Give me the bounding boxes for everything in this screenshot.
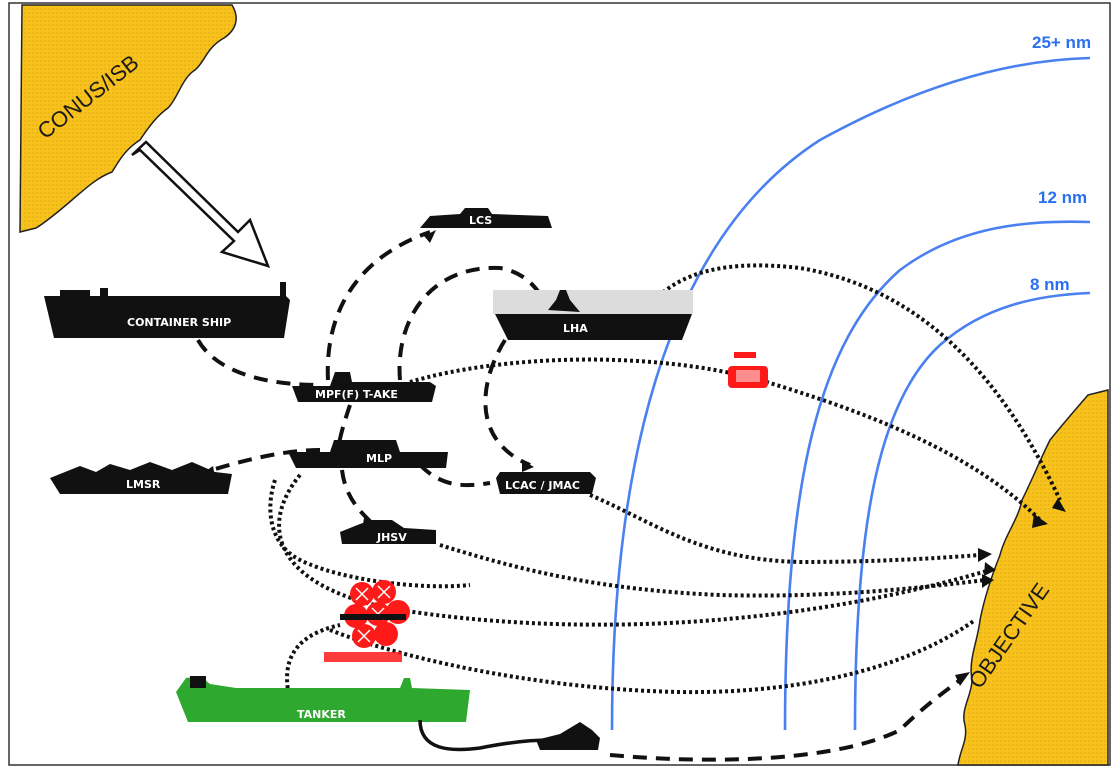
ship-lha: LHA — [493, 290, 693, 340]
arrowhead-icon — [1032, 514, 1048, 528]
flow-jhsv-to-objective — [439, 543, 986, 598]
range-label-12nm: 12 nm — [1038, 188, 1087, 207]
arrowhead-icon — [955, 672, 970, 686]
fuel-cluster-caption-icon — [324, 652, 402, 662]
range-label-8nm: 8 nm — [1030, 275, 1070, 294]
conus-landmass — [19, 4, 237, 233]
deployment-arrow-icon — [131, 140, 271, 268]
arrowhead-icon — [522, 460, 534, 472]
ship-label-jhsv: JHSV — [376, 531, 407, 544]
ship-container: CONTAINER SHIP — [44, 282, 290, 338]
flow-mpf-to-lha — [397, 265, 547, 381]
ship-shore-connector — [536, 722, 600, 750]
ship-jhsv: JHSV — [340, 520, 436, 544]
flow-fuel-to-objective — [329, 618, 977, 695]
arrowhead-icon — [424, 230, 436, 243]
ship-label-lcac: LCAC / JMAC — [505, 479, 580, 492]
ship-label-lcs: LCS — [469, 214, 492, 227]
ship-label-mpf: MPF(F) T-AKE — [315, 388, 398, 401]
arrowhead-icon — [1052, 498, 1066, 512]
ship-lmsr: LMSR — [50, 462, 232, 494]
flow-mpf-to-lcs — [325, 230, 431, 381]
flow-shore-to-objective — [609, 678, 962, 762]
flow-lcac-to-objective — [589, 493, 981, 565]
frame-border — [8, 2, 1111, 766]
arrowhead-icon — [982, 574, 994, 588]
range-arc-8nm — [853, 291, 1091, 731]
range-label-25nm: 25+ nm — [1032, 33, 1091, 52]
range-arc-12nm — [783, 220, 1091, 731]
flow-mlp-to-lcac — [418, 463, 491, 488]
ship-label-container: CONTAINER SHIP — [127, 316, 231, 329]
ship-mpf-take: MPF(F) T-AKE — [292, 372, 436, 402]
ship-label-lha: LHA — [563, 322, 588, 335]
ship-lcac-jmac: LCAC / JMAC — [496, 472, 596, 494]
flow-mlp-to-jhsv — [340, 469, 374, 525]
objective-landmass — [957, 389, 1109, 766]
flow-mlp-loop-to-objective — [277, 473, 991, 627]
ship-label-mlp: MLP — [366, 452, 392, 465]
red-unit-icon — [728, 352, 768, 388]
arrowhead-icon — [978, 548, 992, 562]
ship-tanker: TANKER — [176, 676, 470, 722]
ship-label-lmsr: LMSR — [126, 478, 161, 491]
flow-tanker-to-fuel — [285, 623, 341, 701]
ship-lcs: LCS — [420, 208, 552, 228]
flow-lha-to-objective — [648, 263, 1062, 501]
flow-mpf-to-mlp — [336, 404, 352, 451]
flow-mlp-to-jhsv-dot — [268, 479, 471, 589]
flow-lha-to-lcac — [483, 338, 531, 467]
flow-container-to-mpf — [196, 338, 321, 387]
fuel-cluster-icon — [340, 580, 410, 648]
fuel-hose-line — [418, 719, 551, 752]
ship-label-tanker: TANKER — [297, 708, 346, 721]
flow-mlp-to-lmsr — [211, 448, 321, 472]
range-arc-25nm — [610, 56, 1091, 731]
flow-mpf-to-objective — [409, 357, 1042, 522]
ship-mlp: MLP — [288, 440, 448, 468]
arrowhead-icon — [984, 562, 996, 576]
